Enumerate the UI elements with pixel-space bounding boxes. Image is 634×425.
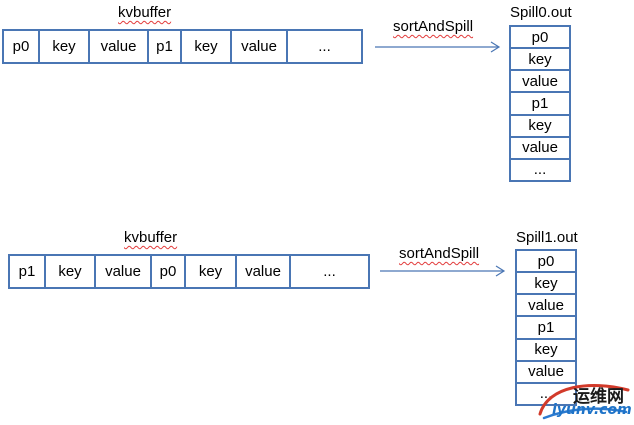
spill-file-title: Spill0.out <box>510 4 572 21</box>
spill-file-column: p0 key value p1 key value ... <box>509 25 571 182</box>
sort-and-spill-label: sortAndSpill <box>399 245 480 262</box>
spill-cell: value <box>517 362 575 384</box>
watermark-en-text: iyunv.com <box>552 402 632 418</box>
spill-cell: key <box>517 273 575 296</box>
spill-cell: value <box>511 138 569 160</box>
spill-file-title: Spill1.out <box>516 229 578 246</box>
spill-cell: key <box>511 116 569 138</box>
kvbuffer-cell: ... <box>323 263 336 280</box>
spill-arrow <box>380 265 506 277</box>
spill-cell: p1 <box>517 317 575 340</box>
kvbuffer-cell: value <box>237 256 291 287</box>
spill-cell: ... <box>533 161 547 179</box>
watermark-logo: 运维网 iyunv.com <box>530 378 634 425</box>
kvbuffer-cell: ... <box>318 38 331 55</box>
spill-cell: p1 <box>511 93 569 116</box>
kvbuffer-cell: key <box>182 31 232 62</box>
kvbuffer-cell: p0 <box>4 31 40 62</box>
kvbuffer-cell: key <box>40 31 90 62</box>
kvbuffer-cell: p0 <box>152 256 186 287</box>
sort-and-spill-label: sortAndSpill <box>393 18 474 35</box>
kvbuffer-cell: value <box>90 31 149 62</box>
kvbuffer-row: p1 key value p0 key value ... <box>8 254 370 289</box>
spill-cell: p0 <box>511 27 569 50</box>
spill-cell: value <box>517 295 575 318</box>
spill-cell: key <box>517 340 575 362</box>
kvbuffer-title: kvbuffer <box>118 4 172 21</box>
kvbuffer-cell: key <box>46 256 96 287</box>
kvbuffer-cell: key <box>186 256 237 287</box>
swoosh-icon <box>538 384 630 420</box>
spill-cell: p0 <box>517 251 575 274</box>
spill-cell: value <box>511 71 569 94</box>
spill-arrow <box>375 41 501 53</box>
kvbuffer-title: kvbuffer <box>124 229 178 246</box>
kvbuffer-cell: p1 <box>149 31 182 62</box>
spill-cell: key <box>511 49 569 72</box>
kvbuffer-row: p0 key value p1 key value ... <box>2 29 363 64</box>
spill-file-column: p0 key value p1 key value ... <box>515 249 577 406</box>
watermark-cn-text: 运维网 <box>573 387 624 407</box>
kvbuffer-cell: value <box>232 31 288 62</box>
kvbuffer-cell: p1 <box>10 256 46 287</box>
kvbuffer-cell: value <box>96 256 152 287</box>
